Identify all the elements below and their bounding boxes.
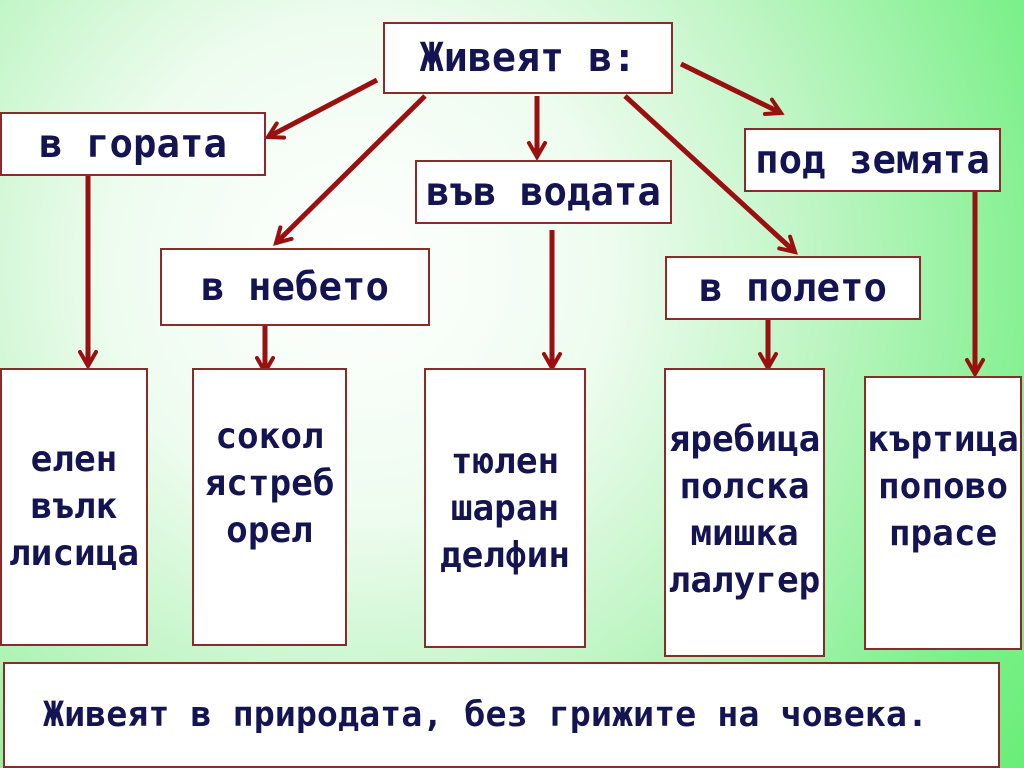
animal-name: лалугер xyxy=(668,560,821,601)
animal-name: делфин xyxy=(439,535,571,576)
animal-name: лисица xyxy=(8,533,140,574)
habitat-box-forest: в гората xyxy=(0,112,266,176)
habitat-label: в гората xyxy=(39,121,227,167)
animal-name: ястреб xyxy=(204,463,335,504)
arrow-root-to-forest xyxy=(264,77,379,140)
animals-box-forest: елен вълк лисица xyxy=(0,368,148,646)
habitat-label: във водата xyxy=(426,169,661,215)
arrow-root-to-sky xyxy=(273,94,427,246)
animal-list: къртица попово прасе xyxy=(866,416,1020,557)
conclusion-text: Живеят в природата, без грижите на човек… xyxy=(43,695,929,735)
animal-name: елен xyxy=(30,439,118,480)
animal-name: шаран xyxy=(450,488,560,529)
animals-box-water: тюлен шаран делфин xyxy=(424,368,586,648)
habitat-box-underground: под земята xyxy=(744,128,1001,192)
animal-name: прасе xyxy=(888,513,998,554)
animal-name: къртица xyxy=(867,419,1019,460)
habitat-box-field: в полето xyxy=(665,256,921,320)
habitat-label: в полето xyxy=(699,265,887,311)
root-title: Живеят в: xyxy=(419,35,637,81)
animals-box-underground: къртица попово прасе xyxy=(864,376,1022,650)
animal-name: мишка xyxy=(690,513,799,554)
animal-name: полска xyxy=(679,466,810,507)
animal-list: сокол ястреб орел xyxy=(194,413,345,554)
animal-list: тюлен шаран делфин xyxy=(426,438,584,579)
animal-name: тюлен xyxy=(450,441,560,482)
habitat-box-water: във водата xyxy=(415,160,672,224)
habitat-label: под земята xyxy=(755,137,990,183)
habitat-label: в небето xyxy=(201,264,389,310)
animal-name: попово xyxy=(877,466,1009,507)
arrow-root-to-underground xyxy=(679,61,785,117)
arrow-root-to-field xyxy=(623,94,798,255)
animals-box-field: яребица полска мишка лалугер xyxy=(664,368,825,657)
animal-list: яребица полска мишка лалугер xyxy=(666,416,823,604)
conclusion-box: Живеят в природата, без грижите на човек… xyxy=(3,662,1000,768)
animal-name: вълк xyxy=(30,486,118,527)
animal-name: яребица xyxy=(668,419,821,460)
animal-list: елен вълк лисица xyxy=(2,436,146,577)
animals-box-sky: сокол ястреб орел xyxy=(192,368,347,646)
root-node: Живеят в: xyxy=(383,22,673,94)
animal-name: орел xyxy=(226,510,313,551)
habitat-box-sky: в небето xyxy=(160,248,430,326)
animal-name: сокол xyxy=(215,416,324,457)
